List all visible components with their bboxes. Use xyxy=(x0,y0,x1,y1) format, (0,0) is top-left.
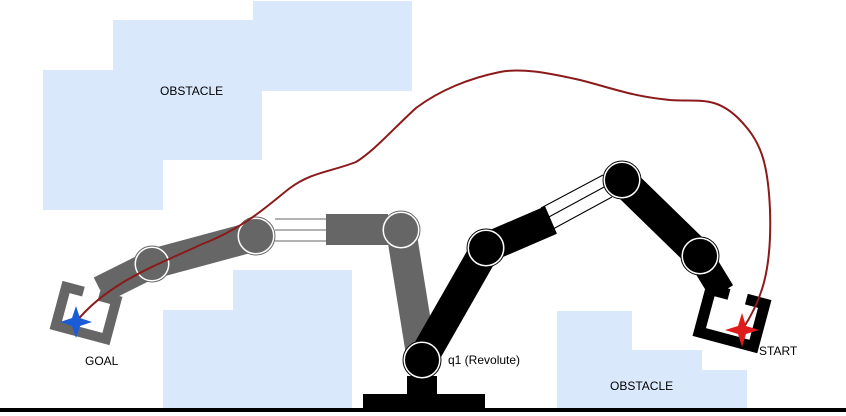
obstacle-bottom-label: OBSTACLE xyxy=(610,379,673,393)
obstacle-bottom-right: OBSTACLE xyxy=(557,311,747,410)
joint-label: q1 (Revolute) xyxy=(448,353,520,367)
obstacle-top: OBSTACLE xyxy=(43,1,412,210)
planned-path xyxy=(75,69,772,331)
joint-goal-2 xyxy=(237,217,275,255)
arm-goal-link-upper xyxy=(326,214,388,245)
joint-start-base xyxy=(403,341,441,379)
arm-start-link-lower xyxy=(408,240,500,368)
joint-start-1 xyxy=(467,229,505,267)
arm-start-configuration xyxy=(402,160,772,380)
joint-start-3 xyxy=(681,237,719,275)
obstacle-bottom-left xyxy=(163,270,352,410)
robot-base xyxy=(363,394,485,412)
joint-start-2 xyxy=(603,161,641,199)
joint-goal-3 xyxy=(134,246,170,282)
start-marker-icon xyxy=(725,313,759,347)
arm-goal-gripper xyxy=(49,280,123,346)
goal-marker-icon xyxy=(60,306,92,338)
goal-label: GOAL xyxy=(85,354,119,368)
obstacle-top-label: OBSTACLE xyxy=(160,84,223,98)
robot-pedestal xyxy=(407,376,437,398)
joint-goal-1 xyxy=(382,211,420,249)
arm-start-gripper xyxy=(692,282,772,354)
arm-start-connector xyxy=(546,185,607,219)
start-label: START xyxy=(759,344,798,358)
